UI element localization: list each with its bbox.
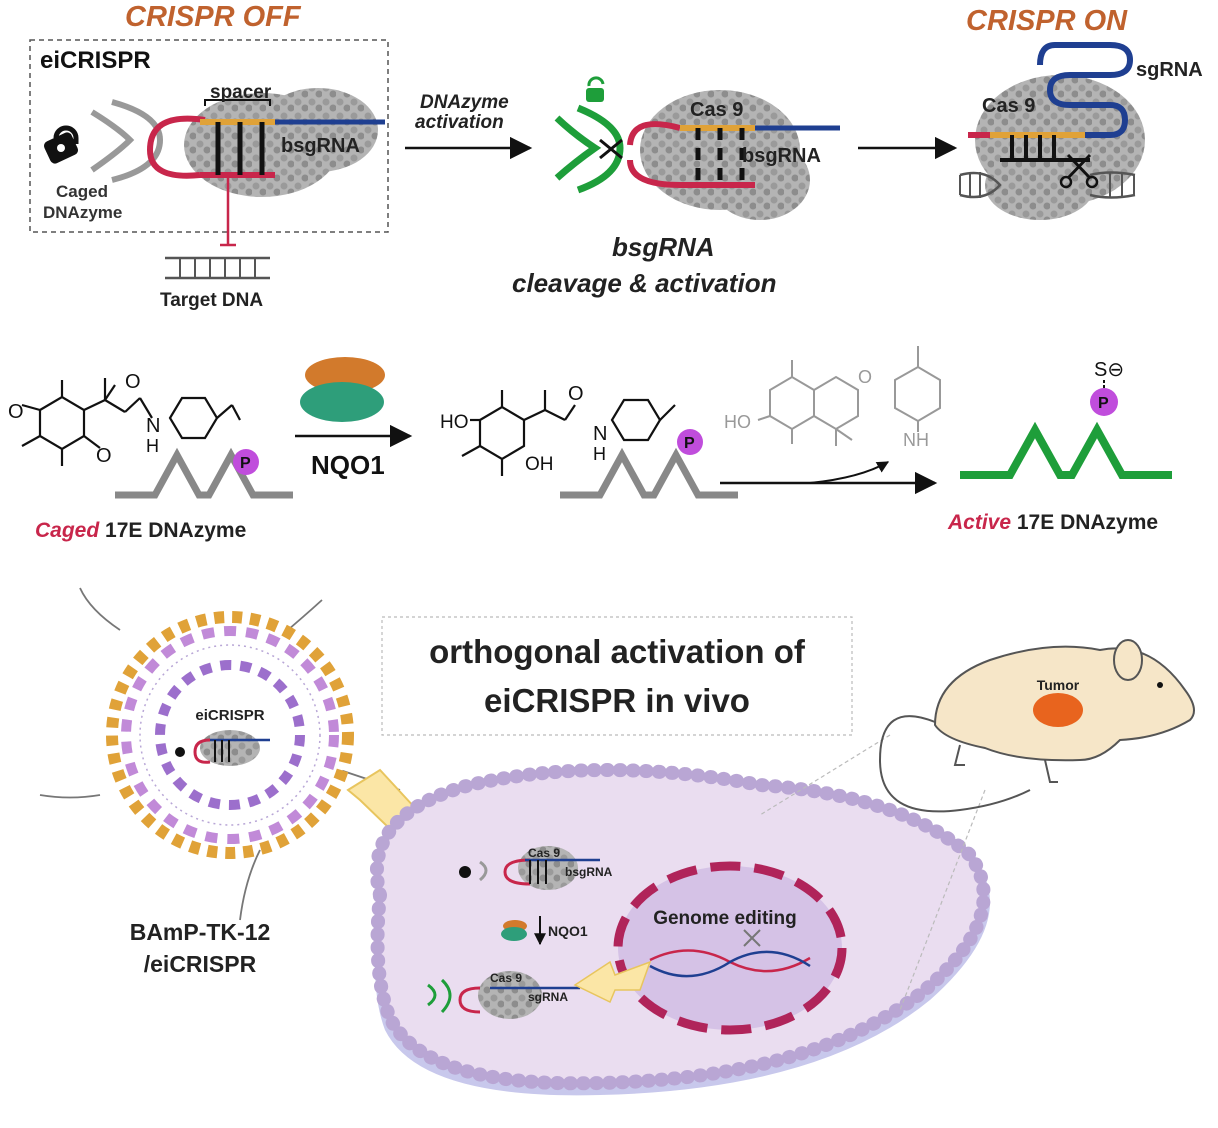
atom-oh: OH (525, 454, 554, 475)
target-dna-icon (165, 256, 270, 280)
mouse-illustration (759, 639, 1195, 1011)
byproduct-o: O (858, 367, 872, 387)
cell-cas9-bottom: Cas 9 (490, 971, 522, 985)
dnazyme-label: DNAzyme (43, 203, 122, 222)
caged-quinone-structure (21, 378, 241, 466)
atom-o-3: O (125, 371, 141, 393)
cell-cas9-top: Cas 9 (528, 846, 560, 860)
atom-o-1: O (8, 401, 24, 423)
crispr-on-title: CRISPR ON (966, 5, 1128, 37)
bsgrna-left-label: bsgRNA (281, 135, 360, 157)
caged-label: Caged (56, 182, 108, 201)
scissors-icon (743, 929, 761, 947)
caged-dnazyme-strand (115, 447, 293, 499)
dnazyme-activation-line1: DNAzyme (420, 92, 509, 113)
byproduct-nh: NH (903, 430, 929, 450)
p-label-2: P (684, 435, 695, 452)
atom-o-2: O (96, 445, 112, 467)
byproduct-lactone-structure (757, 346, 941, 446)
unlock-icon (586, 76, 605, 102)
cleavage-line2: cleavage & activation (512, 268, 776, 298)
nanoparticle-label: eiCRISPR (195, 707, 264, 724)
atom-h-2: H (593, 444, 606, 464)
intermediate-dnazyme-strand (560, 429, 738, 499)
active-dnazyme-caption: Active 17E DNAzyme (947, 511, 1158, 534)
crispr-off-title: CRISPR OFF (125, 1, 302, 33)
atom-o-4: O (568, 383, 584, 405)
eicrispr-dashed-box (29, 39, 389, 233)
in-vivo-title-line2: eiCRISPR in vivo (484, 682, 750, 719)
nqo1-protein-icon (300, 357, 385, 422)
in-vivo-title-line1: orthogonal activation of (429, 633, 806, 670)
sgrna-right-label: sgRNA (1136, 59, 1203, 81)
atom-h-1: H (146, 436, 159, 456)
genome-editing-label: Genome editing (653, 908, 797, 929)
tumor-label: Tumor (1037, 677, 1080, 693)
nanoparticle-caption-line1: BAmP-TK-12 (130, 919, 271, 945)
atom-n-2: N (593, 423, 607, 445)
scissors-icon (599, 138, 623, 160)
crispr-on-complex (959, 42, 1145, 220)
s-minus-label: S⊖ (1094, 359, 1124, 381)
spacer-label: spacer (210, 82, 272, 103)
cas9-middle-label: Cas 9 (690, 99, 743, 121)
release-hook (809, 461, 890, 484)
nanoparticle-caption-line2: /eiCRISPR (144, 951, 257, 977)
scissors-icon (1059, 153, 1099, 189)
cell-bsgrna: bsgRNA (565, 865, 613, 879)
caged-complex-left (43, 88, 385, 247)
atom-n-1: N (146, 415, 160, 437)
atom-ho: HO (440, 412, 469, 433)
cell-nqo1: NQO1 (548, 923, 588, 939)
cleavage-line1: bsgRNA (612, 232, 715, 262)
byproduct-ho: HO (724, 412, 751, 432)
nanoparticle (39, 587, 401, 921)
cell-sgrna: sgRNA (528, 990, 568, 1004)
active-dnazyme-strand (960, 378, 1172, 479)
lock-icon (43, 125, 79, 164)
target-dna-label: Target DNA (160, 290, 263, 311)
caged-dnazyme-caption: Caged 17E DNAzyme (35, 519, 246, 542)
dnazyme-activation-line2: activation (415, 112, 504, 133)
p-label-3: P (1098, 395, 1109, 412)
tumor-cell (369, 763, 991, 1096)
cas9-right-label: Cas 9 (982, 95, 1035, 117)
activated-complex-middle (554, 76, 840, 220)
in-vivo-title-box (381, 616, 853, 736)
reduced-hydroquinone-structure (461, 390, 676, 476)
p-label-1: P (240, 455, 251, 472)
nqo1-label: NQO1 (311, 450, 385, 480)
eicrispr-label: eiCRISPR (40, 47, 151, 74)
bsgrna-middle-label: bsgRNA (742, 145, 821, 167)
